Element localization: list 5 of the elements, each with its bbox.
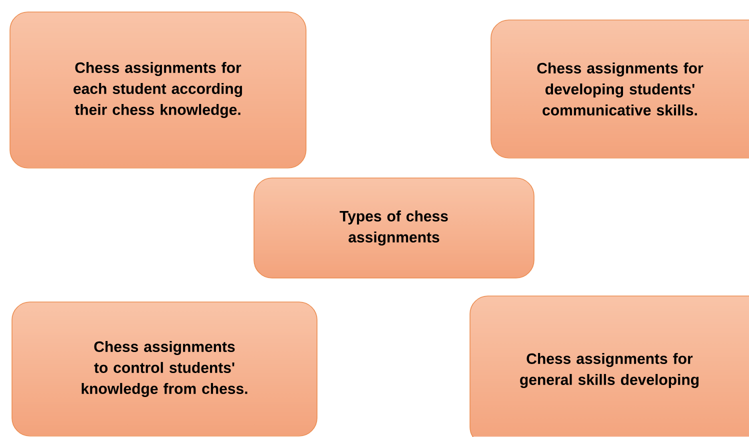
rounded-box: Chess assignments for each student according their chess knowledge. (10, 12, 306, 168)
rounded-box: Chess assignments for general skills developing (470, 296, 749, 437)
rounded-box: Chess assignments to control students' knowledge from chess. (12, 302, 318, 436)
rounded-box: Chess assignments for developing students' communicative skills. (490, 20, 749, 158)
rounded-box: Types of chess assignments (254, 178, 534, 278)
